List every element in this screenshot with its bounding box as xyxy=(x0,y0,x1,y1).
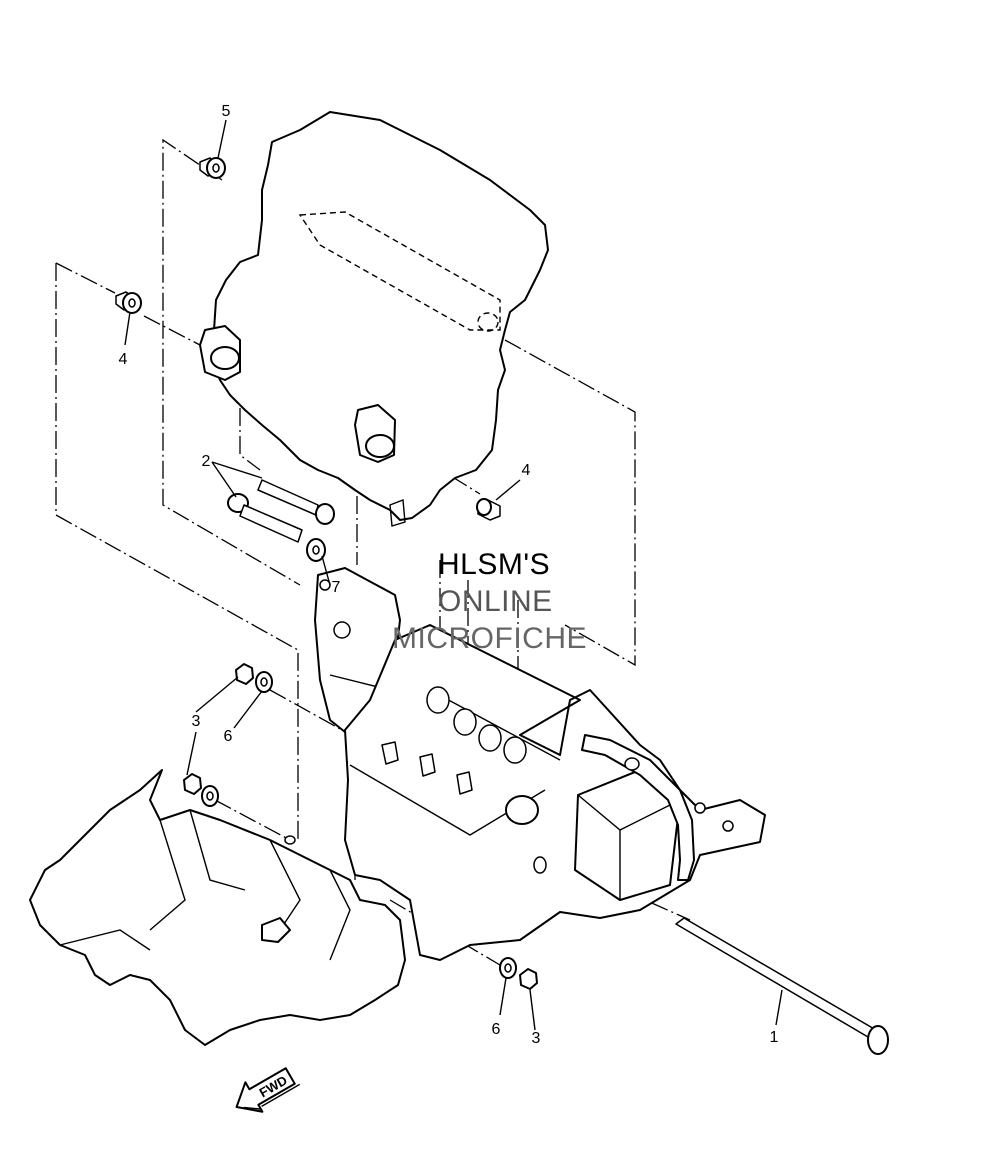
fasteners xyxy=(115,157,889,1055)
bolt-5 xyxy=(199,157,226,179)
callout-3-upper: 3 xyxy=(192,713,201,730)
callout-7: 7 xyxy=(332,579,341,596)
bolt-4-right xyxy=(476,498,501,521)
engine-frame xyxy=(344,624,766,961)
nut-3-middle xyxy=(183,773,202,795)
callout-1: 1 xyxy=(770,1029,779,1046)
through-bolt-1 xyxy=(675,917,889,1055)
callout-labels: 5 4 4 2 7 3 6 6 3 1 xyxy=(119,103,779,1047)
leader-lines xyxy=(124,119,783,1031)
callout-6-lower: 6 xyxy=(492,1021,501,1038)
callout-5: 5 xyxy=(222,103,231,120)
callout-6-upper: 6 xyxy=(224,728,233,745)
skid-plate xyxy=(29,769,406,1046)
washer-7 xyxy=(306,538,326,562)
callout-3-lower: 3 xyxy=(532,1030,541,1047)
callout-4-left: 4 xyxy=(119,351,128,368)
callout-2: 2 xyxy=(202,453,211,470)
washer-6-lower xyxy=(499,957,517,979)
bolt-2-lower xyxy=(227,493,303,543)
washer-6-upper xyxy=(255,671,273,693)
watermark-line3: MICROFICHE xyxy=(392,622,587,655)
fwd-arrow: FWD xyxy=(235,1067,301,1113)
callout-4-right: 4 xyxy=(522,462,531,479)
bolt-2-upper xyxy=(257,479,335,525)
bolt-4-left xyxy=(115,291,142,314)
nut-3-lower xyxy=(519,968,538,990)
watermark-line1: HLSM'S xyxy=(438,548,551,581)
washer-6-middle xyxy=(201,785,219,807)
nut-3-upper xyxy=(235,663,254,685)
engine-block xyxy=(199,111,549,527)
watermark-line2: ONLINE xyxy=(438,585,553,618)
